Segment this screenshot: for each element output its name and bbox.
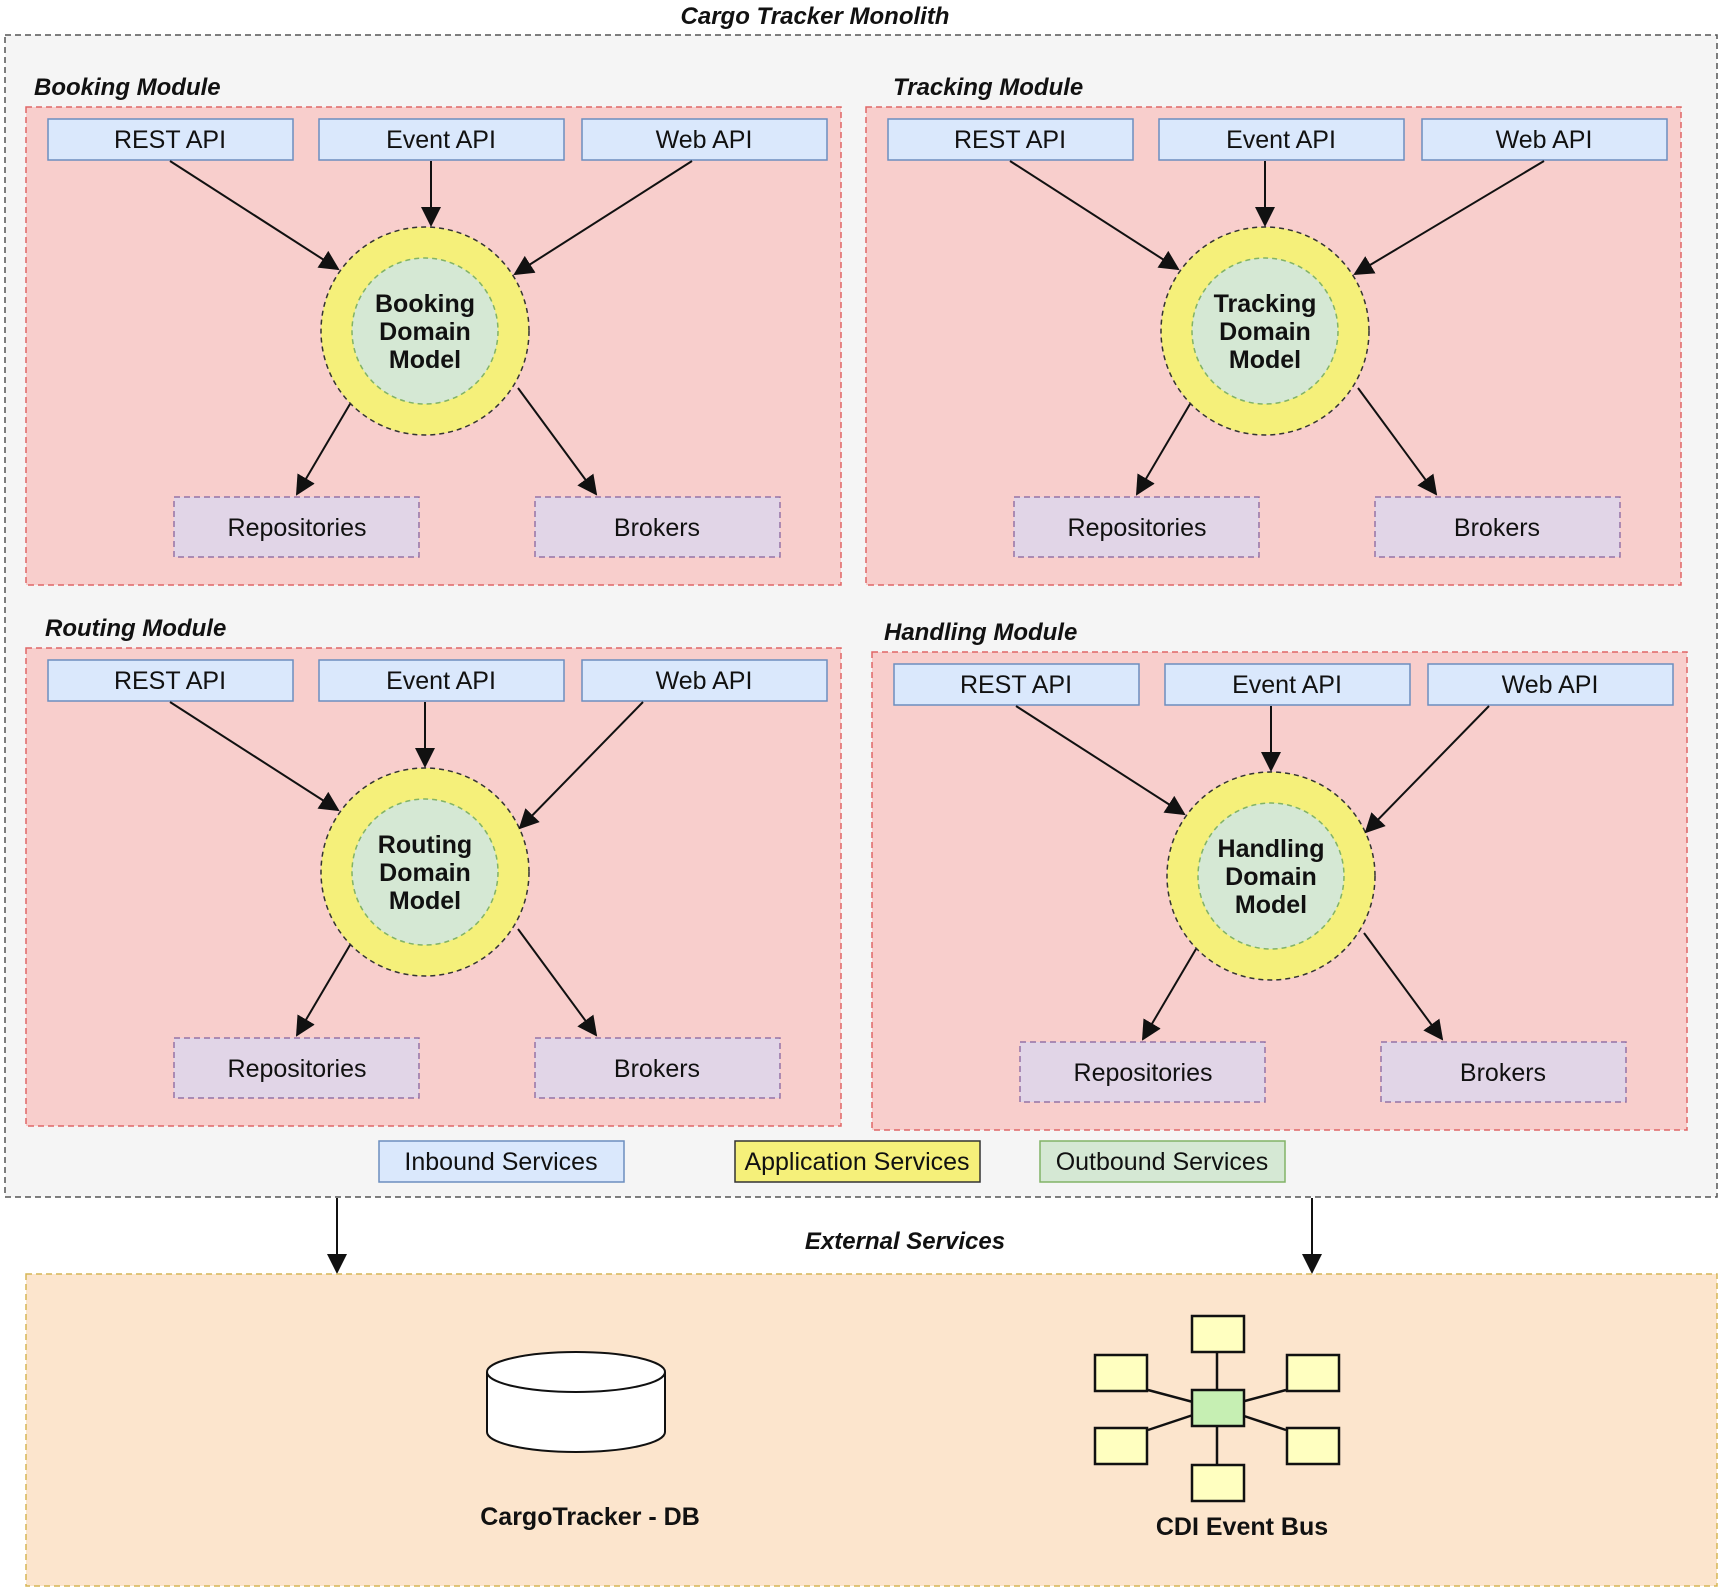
database-icon xyxy=(486,1351,666,1453)
web-api-box xyxy=(581,659,828,702)
domain-model-label-1: Handling xyxy=(1218,835,1325,863)
domain-model-label-2: Domain xyxy=(1225,863,1317,891)
module-routing: Routing Module REST API Event API Web AP… xyxy=(25,615,842,1127)
rest-api-label: REST API xyxy=(114,667,226,695)
domain-model-label-2: Domain xyxy=(379,318,471,346)
arrow-core-to-repositories xyxy=(1141,948,1197,1041)
web-api-box xyxy=(1427,663,1674,706)
domain-model-label-2: Domain xyxy=(379,859,471,887)
web-api-label: Web API xyxy=(656,126,753,154)
rest-api-box xyxy=(887,118,1134,161)
domain-model-label-1: Tracking xyxy=(1214,290,1317,318)
brokers-label: Brokers xyxy=(614,1055,700,1083)
monolith-title: Cargo Tracker Monolith xyxy=(681,3,950,30)
web-api-box xyxy=(581,118,828,161)
domain-model-label-3: Model xyxy=(389,887,461,915)
domain-model-circle xyxy=(1197,802,1345,950)
repositories-label: Repositories xyxy=(228,1055,367,1083)
module-title: Routing Module xyxy=(45,615,226,642)
external-services-box xyxy=(25,1273,1718,1587)
rest-api-label: REST API xyxy=(954,126,1066,154)
legend-application-swatch xyxy=(734,1140,981,1183)
module-tracking: Tracking Module REST API Event API Web A… xyxy=(865,74,1682,586)
arrow-rest-to-core xyxy=(1015,705,1186,816)
event-bus-icon xyxy=(1093,1314,1341,1503)
web-api-box xyxy=(1421,118,1668,161)
event-api-label: Event API xyxy=(386,126,496,154)
web-api-label: Web API xyxy=(1502,671,1599,699)
repositories-box xyxy=(173,1037,420,1099)
arrow-web-to-core xyxy=(1353,160,1545,276)
event-api-box xyxy=(1164,663,1411,706)
arrow-rest-to-core xyxy=(1009,160,1180,271)
brokers-label: Brokers xyxy=(1460,1059,1546,1087)
web-api-label: Web API xyxy=(656,667,753,695)
repositories-box xyxy=(173,496,420,558)
module-handling: Handling Module REST API Event API Web A… xyxy=(871,619,1688,1131)
event-api-label: Event API xyxy=(1226,126,1336,154)
arrow-core-to-repositories xyxy=(295,944,351,1037)
arrow-core-to-brokers xyxy=(1357,387,1438,496)
brokers-box xyxy=(534,496,781,558)
module-title: Handling Module xyxy=(884,619,1077,646)
repositories-label: Repositories xyxy=(1074,1059,1213,1087)
domain-model-label-3: Model xyxy=(1235,891,1307,919)
brokers-box xyxy=(534,1037,781,1099)
legend-application-label: Application Services xyxy=(744,1148,969,1176)
module-title: Tracking Module xyxy=(893,74,1083,101)
repositories-label: Repositories xyxy=(228,514,367,542)
event-bus-label: CDI Event Bus xyxy=(1156,1513,1328,1541)
event-api-label: Event API xyxy=(1232,671,1342,699)
arrow-core-to-brokers xyxy=(517,387,598,496)
rest-api-label: REST API xyxy=(114,126,226,154)
rest-api-box xyxy=(47,659,294,702)
domain-model-circle xyxy=(351,257,499,405)
arrow-core-to-brokers xyxy=(1363,932,1444,1041)
external-title: External Services xyxy=(805,1228,1005,1255)
rest-api-box xyxy=(47,118,294,161)
event-api-box xyxy=(1158,118,1405,161)
domain-model-label-1: Routing xyxy=(378,831,472,859)
brokers-box xyxy=(1374,496,1621,558)
arrow-web-to-core xyxy=(513,160,693,276)
arrow-core-to-brokers xyxy=(517,928,598,1037)
event-api-label: Event API xyxy=(386,667,496,695)
brokers-label: Brokers xyxy=(1454,514,1540,542)
domain-model-label-1: Booking xyxy=(375,290,475,318)
legend-outbound-swatch xyxy=(1039,1140,1286,1183)
arrow-core-to-repositories xyxy=(295,403,351,496)
arrow-rest-to-core xyxy=(169,701,340,812)
legend: Inbound Services Application Services Ou… xyxy=(378,1140,1286,1183)
rest-api-label: REST API xyxy=(960,671,1072,699)
domain-model-label-3: Model xyxy=(1229,346,1301,374)
arrow-rest-to-core xyxy=(169,160,340,271)
event-api-box xyxy=(318,659,565,702)
repositories-label: Repositories xyxy=(1068,514,1207,542)
legend-outbound-label: Outbound Services xyxy=(1056,1148,1269,1176)
domain-model-label-2: Domain xyxy=(1219,318,1311,346)
domain-model-label-3: Model xyxy=(389,346,461,374)
rest-api-box xyxy=(893,663,1140,706)
brokers-box xyxy=(1380,1041,1627,1103)
module-booking: Booking Module REST API Event API Web AP… xyxy=(25,74,842,586)
legend-inbound-label: Inbound Services xyxy=(404,1148,597,1176)
repositories-box xyxy=(1019,1041,1266,1103)
arrow-web-to-core xyxy=(518,701,644,830)
legend-inbound-swatch xyxy=(378,1140,625,1183)
arrow-web-to-core xyxy=(1364,705,1490,834)
module-title: Booking Module xyxy=(34,74,221,101)
database-label: CargoTracker - DB xyxy=(480,1503,700,1531)
web-api-label: Web API xyxy=(1496,126,1593,154)
domain-model-circle xyxy=(351,798,499,946)
repositories-box xyxy=(1013,496,1260,558)
event-api-box xyxy=(318,118,565,161)
arrow-core-to-repositories xyxy=(1135,403,1191,496)
brokers-label: Brokers xyxy=(614,514,700,542)
domain-model-circle xyxy=(1191,257,1339,405)
